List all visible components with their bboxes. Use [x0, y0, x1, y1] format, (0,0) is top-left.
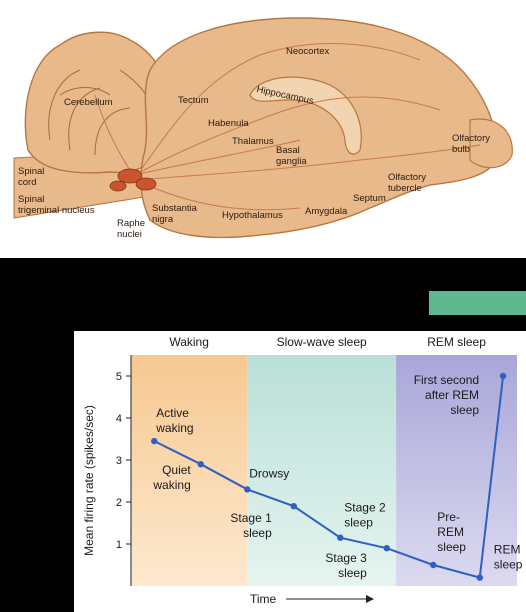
olfactory-bulb-shape: [469, 118, 513, 169]
data-point: [430, 561, 437, 569]
label-substantia-nigra: Substantia nigra: [152, 203, 197, 225]
label-basal-ganglia: Basal ganglia: [276, 145, 307, 167]
raphe-nucleus-3: [109, 180, 127, 192]
raphe-nucleus-2: [135, 177, 157, 191]
phase-label: REM sleep: [427, 335, 486, 349]
data-point: [337, 534, 344, 541]
data-point: [383, 545, 390, 552]
phase-band-waking: [131, 355, 248, 586]
data-point: [151, 437, 158, 445]
label-raphe-nuclei: Raphe nuclei: [117, 218, 145, 240]
x-axis-label: Time: [250, 592, 277, 606]
serotonergic-projections: [94, 43, 481, 211]
label-habenula: Habenula: [208, 118, 249, 129]
brain-diagram-panel: Neocortex Cerebellum Tectum Hippocampus …: [0, 0, 526, 258]
phase-band-rem-sleep: [396, 355, 517, 586]
y-tick-label: 5: [116, 371, 122, 383]
brain-illustration: [13, 17, 513, 239]
label-hypothalamus: Hypothalamus: [222, 210, 283, 221]
cerebrum-shape: [140, 17, 498, 239]
label-tectum: Tectum: [178, 95, 209, 106]
data-point: [290, 503, 297, 510]
label-septum: Septum: [353, 193, 386, 204]
data-point-label: Drowsy: [249, 466, 289, 480]
data-point: [197, 461, 204, 468]
hippocampus-shape: [249, 76, 362, 155]
label-thalamus: Thalamus: [232, 136, 274, 147]
phase-band-slow-wave-sleep: [247, 355, 397, 586]
time-arrow-head: [366, 595, 374, 603]
phase-label: Waking: [169, 335, 209, 349]
cerebellum-folia: [48, 69, 156, 156]
phase-label: Slow-wave sleep: [277, 335, 367, 349]
y-tick-label: 3: [116, 455, 122, 467]
label-amygdala: Amygdala: [305, 206, 348, 217]
teal-bar: [429, 291, 526, 315]
firing-rate-chart: Waking Slow-wave sleep REM sleep 1 2 3 4 5Mean …: [82, 335, 523, 606]
data-point: [244, 486, 251, 493]
y-axis-label: Mean firing rate (spikes/sec): [82, 405, 96, 556]
raphe-nucleus-1: [117, 168, 143, 184]
y-tick-label: 2: [116, 497, 122, 509]
label-neocortex: Neocortex: [286, 46, 330, 57]
label-spinal-trigeminal: Spinal trigeminal nucleus: [18, 194, 95, 216]
y-tick-label: 4: [116, 413, 122, 425]
label-spinal-cord: Spinal cord: [18, 166, 45, 188]
label-olfactory-bulb: Olfactory bulb: [452, 133, 491, 155]
y-tick-label: 1: [116, 539, 122, 551]
data-point: [476, 574, 483, 581]
label-cerebellum: Cerebellum: [64, 97, 113, 108]
label-olfactory-tubercle: Olfactory tubercle: [388, 172, 427, 194]
data-point: [499, 372, 507, 380]
